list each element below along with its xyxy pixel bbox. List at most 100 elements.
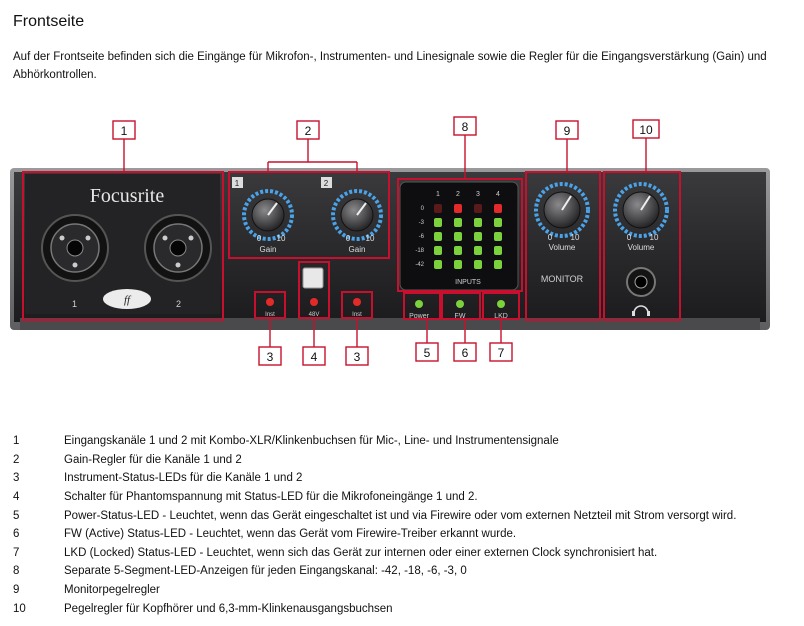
channel-badge-1: 1 [235, 179, 240, 188]
meter-segment [434, 204, 442, 213]
svg-text:LKD: LKD [494, 313, 508, 320]
svg-text:3: 3 [267, 350, 274, 364]
meter-ch-1: 1 [436, 191, 440, 198]
meter-ch-4: 4 [496, 191, 500, 198]
svg-text:10: 10 [571, 233, 580, 242]
svg-text:1: 1 [121, 124, 128, 138]
channel-badge-2: 2 [324, 179, 329, 188]
highlight-2 [228, 171, 390, 259]
legend-num: 3 [13, 472, 20, 485]
callout-9: 9 [555, 120, 579, 140]
callout-7: 7 [489, 342, 513, 362]
svg-text:FW: FW [455, 313, 466, 320]
legend-num: 6 [13, 528, 20, 541]
meter-segment [494, 260, 502, 269]
legend-num: 7 [13, 546, 20, 559]
inputs-label: INPUTS [455, 279, 481, 286]
svg-text:5: 5 [424, 346, 431, 360]
legend-row: 4 Schalter für Phantomspannung mit Status… [13, 488, 736, 507]
legend-num: 1 [13, 435, 20, 448]
legend-num: 4 [13, 491, 20, 504]
monitor-label: MONITOR [541, 274, 584, 284]
svg-text:10: 10 [639, 123, 653, 137]
input-jack-1 [41, 214, 109, 282]
meter-segment [434, 260, 442, 269]
legend-row: 10 Pegelregler für Kopfhörer und 6,3-mm-K… [13, 599, 736, 618]
legend-num: 8 [13, 565, 20, 578]
gain-knob-1: 1 0 10 Gain [232, 177, 294, 254]
svg-text:ff: ff [124, 294, 132, 306]
legend-num: 9 [13, 584, 20, 597]
meter-segment [474, 232, 482, 241]
brand-logo: Focusrite [90, 185, 165, 207]
meter-segment [474, 246, 482, 255]
legend-text: Power-Status-LED - Leuchtet, wenn das Ge… [64, 509, 737, 522]
highlight-9 [525, 171, 601, 321]
fw-led: FW [455, 300, 466, 320]
gain-tick-10: 10 [277, 234, 286, 243]
callout-3b: 3 [345, 346, 369, 366]
meter-segment [474, 218, 482, 227]
callout-8: 8 [453, 116, 477, 136]
meter-segment [434, 218, 442, 227]
svg-text:0: 0 [421, 206, 425, 212]
gain-label-1: Gain [260, 245, 277, 254]
legend-num: 5 [13, 509, 20, 522]
callout-1: 1 [112, 120, 136, 140]
svg-text:6: 6 [462, 346, 469, 360]
meter-segment [454, 260, 462, 269]
meter-segment [474, 260, 482, 269]
meter-segment [454, 218, 462, 227]
input-label-2: 2 [176, 299, 181, 309]
legend-text: Pegelregler für Kopfhörer und 6,3-mm-Kli… [64, 602, 393, 615]
highlight-6 [441, 292, 481, 320]
intro-paragraph: Auf der Frontseite befinden sich die Ein… [13, 51, 767, 81]
highlight-5 [403, 292, 441, 320]
svg-text:Inst: Inst [352, 312, 362, 318]
front-panel-illustration: Focusrite 1 2 ff 1 0 10 Gain 2 0 10 Gain [10, 116, 770, 366]
svg-text:-3: -3 [419, 220, 425, 226]
legend-row: 7 LKD (Locked) Status-LED - Leuchtet, wen… [13, 544, 736, 563]
legend-num: 2 [13, 453, 20, 466]
callout-4: 4 [302, 346, 326, 366]
headphone-icon [632, 305, 650, 316]
meter-segment [494, 218, 502, 227]
svg-text:0: 0 [627, 233, 632, 242]
meter-segment [474, 204, 482, 213]
svg-text:0: 0 [346, 234, 351, 243]
svg-text:-6: -6 [419, 234, 425, 240]
headphone-jack [626, 267, 656, 297]
svg-text:10: 10 [366, 234, 375, 243]
legend-text: Schalter für Phantomspannung mit Status-… [64, 491, 478, 504]
svg-text:Power: Power [409, 313, 430, 320]
gain-knob-2: 2 0 10 Gain [321, 177, 383, 254]
meter-ch-3: 3 [476, 191, 480, 198]
phantom-led: 48V [309, 298, 320, 318]
meter-segment [454, 232, 462, 241]
legend-text: Monitorpegelregler [64, 584, 160, 597]
legend-num: 10 [13, 602, 26, 615]
phantom-switch [302, 267, 324, 289]
callout-5: 5 [415, 342, 439, 362]
legend-text: LKD (Locked) Status-LED - Leuchtet, wenn… [64, 546, 658, 559]
svg-text:0: 0 [548, 233, 553, 242]
legend-text: Gain-Regler für die Kanäle 1 und 2 [64, 453, 242, 466]
svg-text:-42: -42 [415, 262, 424, 268]
callout-10: 10 [632, 119, 660, 139]
meter-segment [494, 204, 502, 213]
meter-segment [434, 232, 442, 241]
callout-2: 2 [296, 120, 320, 140]
headphone-knob: 0 10 Volume [613, 182, 669, 252]
svg-text:48V: 48V [309, 312, 320, 318]
svg-text:7: 7 [498, 346, 505, 360]
meter-segment [494, 246, 502, 255]
power-led: Power [409, 300, 430, 320]
lkd-led: LKD [494, 300, 508, 320]
meter-segment [434, 246, 442, 255]
meter-bars [434, 204, 502, 269]
inst-led-2: Inst [352, 298, 362, 318]
